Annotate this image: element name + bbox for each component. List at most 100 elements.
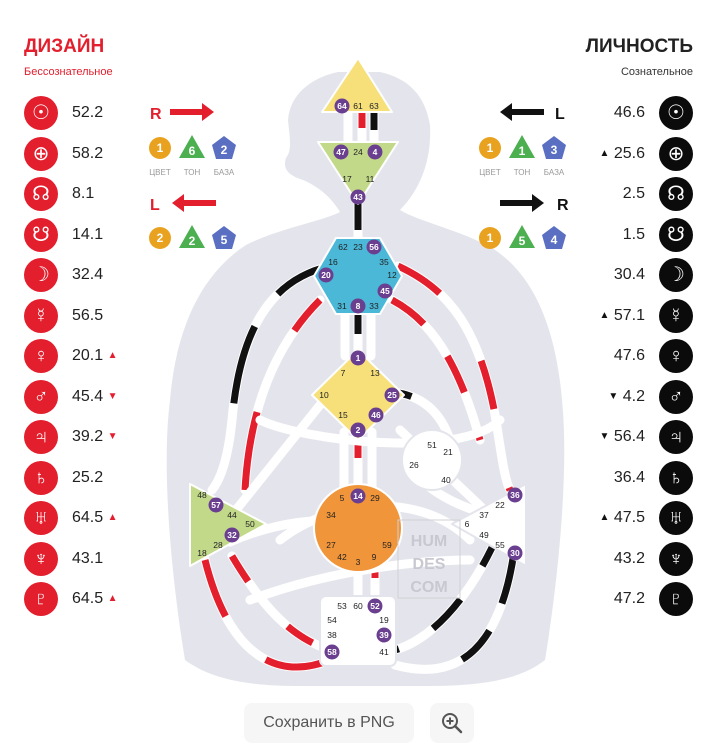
gate-7: 7 [341, 368, 346, 378]
gate-61: 61 [353, 101, 363, 111]
design-var1-arrow [170, 103, 214, 121]
planet-value: 43.1 [72, 549, 104, 567]
watermark: HUM DES COM [397, 519, 461, 599]
personality-value-3: 1.5 [623, 218, 645, 252]
gate-45-marker [377, 283, 393, 299]
design-subtitle: Бессознательное [24, 66, 113, 78]
gate-54: 54 [327, 615, 337, 625]
design-moon-icon: ☽ [24, 258, 58, 292]
planet-value: 47.2 [613, 590, 645, 607]
gate-14: 14 [353, 491, 363, 501]
gate-18: 18 [197, 548, 207, 558]
arrow-up-icon: ▲ [599, 147, 610, 159]
sacral-center [313, 483, 403, 573]
arrow-down-icon: ▼ [107, 431, 118, 442]
personality-value-4: 30.4 [614, 258, 645, 292]
design-title: ДИЗАЙН [24, 36, 105, 57]
design-var2-arrow [172, 194, 216, 212]
gate-6: 6 [465, 519, 470, 529]
save-png-button[interactable]: Сохранить в PNG [244, 703, 414, 743]
personality-var1-base-badge [542, 136, 566, 159]
gate-26: 26 [409, 460, 419, 470]
personality-value-8: ▼ 56.4 [600, 420, 646, 454]
gate-13: 13 [370, 368, 380, 378]
design-var2-color-badge [149, 227, 171, 249]
design-value-4: 32.4 [72, 258, 103, 292]
personality-value-5: ▲ 57.1 [600, 299, 646, 333]
personality-title: ЛИЧНОСТЬ [585, 36, 693, 57]
design-jupiter-icon: ♃ [24, 420, 58, 454]
gate-14-marker [350, 488, 366, 504]
gate-59: 59 [382, 540, 392, 550]
arrow-up-icon: ▲ [599, 512, 610, 523]
gate-57: 57 [211, 500, 221, 510]
gate-37: 37 [479, 510, 489, 520]
gate-4-marker [367, 144, 383, 160]
design-earth-icon: ⊕ [24, 136, 58, 171]
design-var2-tone-badge [179, 225, 205, 248]
zoom-in-button[interactable] [430, 703, 474, 743]
design-neptune-icon: ♆ [24, 541, 58, 576]
gate-51: 51 [427, 440, 437, 450]
gate-1-marker [350, 350, 366, 366]
design-value-0: 52.2 [72, 96, 103, 130]
personality-mars-icon: ♂ [659, 379, 693, 414]
channel-g-arc [255, 415, 505, 448]
gate-28: 28 [213, 540, 223, 550]
gate-42: 42 [337, 552, 347, 562]
gate-40: 40 [441, 475, 451, 485]
design-var2-tone-value: 2 [189, 234, 196, 248]
gate-10: 10 [319, 390, 329, 400]
personality-var2-letter: R [557, 197, 569, 214]
gate-55: 55 [495, 540, 505, 550]
gate-5: 5 [340, 493, 345, 503]
personality-moon-icon: ☽ [659, 258, 693, 292]
gate-49: 49 [479, 530, 489, 540]
gate-12: 12 [387, 270, 397, 280]
gate-20-marker [318, 267, 334, 283]
gate-57-marker [208, 497, 224, 513]
design-var1-color-badge [149, 137, 171, 159]
arrow-down-icon: ▼ [608, 390, 619, 402]
design-var1-base-value: 2 [221, 143, 228, 157]
channel-30-41-active [394, 544, 519, 673]
planet-value: 8.1 [72, 185, 95, 202]
gate-3: 3 [356, 557, 361, 567]
gate-36-marker [507, 487, 523, 503]
gate-16: 16 [328, 257, 338, 267]
design-value-12: 64.5 ▲ [72, 582, 118, 616]
planet-value: 56.5 [72, 306, 104, 324]
arrow-up-icon: ▲ [599, 309, 610, 321]
gate-30: 30 [510, 548, 520, 558]
planet-value: 64.5 [72, 590, 104, 608]
channel-16-48-active [241, 297, 323, 491]
gate-52-marker [367, 598, 383, 614]
planet-value: 25.6 [613, 144, 645, 162]
gate-2-marker [350, 422, 366, 438]
gate-44: 44 [227, 510, 237, 520]
gate-56: 56 [369, 242, 379, 252]
personality-var1-label-1: ТОН [514, 168, 531, 177]
gate-25-marker [384, 387, 400, 403]
design-var2-base-badge [212, 226, 236, 249]
design-saturn-icon: ♄ [24, 460, 58, 495]
personality-var2-color-badge [479, 227, 501, 249]
planet-value: 2.5 [622, 185, 645, 202]
gate-19: 19 [379, 615, 389, 625]
personality-var1-label-2: БАЗА [544, 168, 565, 177]
planet-value: 30.4 [613, 266, 645, 283]
ego-center [401, 429, 463, 491]
planet-value: 56.4 [613, 428, 645, 446]
solar-plexus-center [451, 483, 527, 567]
personality-var2-tone-badge [509, 225, 535, 248]
gate-24: 24 [353, 147, 363, 157]
gate-21: 21 [443, 447, 453, 457]
design-sun-icon: ☉ [24, 96, 58, 130]
personality-var2-arrow [500, 194, 544, 212]
gate-50: 50 [245, 519, 255, 529]
design-var1-color-value: 1 [157, 141, 164, 155]
design-var1-tone-value: 6 [189, 144, 196, 158]
arrow-up-icon: ▲ [107, 593, 118, 604]
